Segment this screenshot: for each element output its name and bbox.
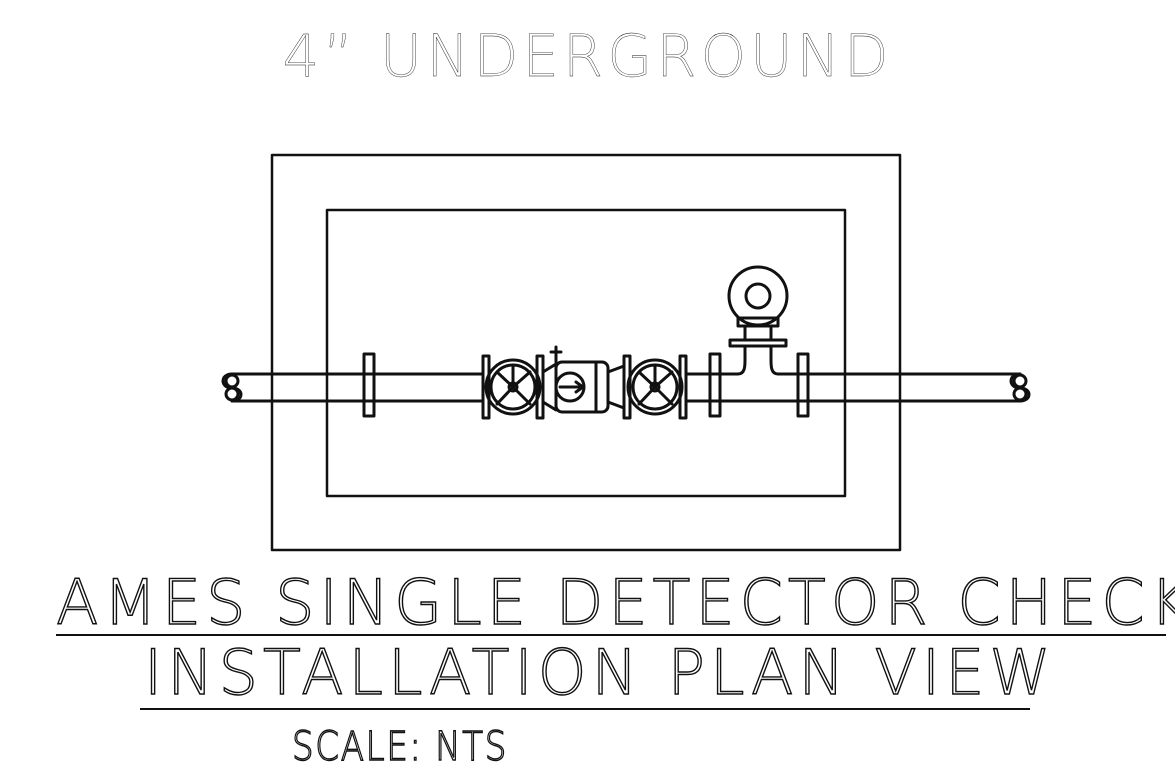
gate-valve-inlet xyxy=(481,354,545,420)
scale-label: SCALE: NTS xyxy=(291,723,509,770)
flange-right xyxy=(796,352,810,418)
pipe-break-right-symbol xyxy=(1009,372,1031,403)
pipe-break-left-symbol xyxy=(221,372,243,403)
check-valve-body xyxy=(541,345,626,414)
gate-valve-outlet xyxy=(622,354,688,420)
caption-line-2-underline xyxy=(140,708,1030,710)
flange-mid xyxy=(708,352,722,418)
vault-inner-outline xyxy=(325,208,847,498)
detector-bypass-meter xyxy=(727,265,789,376)
caption-line-2: INSTALLATION PLAN VIEW xyxy=(143,635,1056,709)
drawing-title-text: 4” UNDERGROUND xyxy=(282,22,893,90)
caption-line-1-underline xyxy=(56,634,1166,636)
caption-line-1: AMES SINGLE DETECTOR CHECK xyxy=(55,565,1175,639)
vault-outer-outline xyxy=(270,153,902,552)
flange-left xyxy=(362,352,376,418)
main-pipe xyxy=(230,372,1022,403)
drawing-title: 4” UNDERGROUND xyxy=(0,22,1175,90)
